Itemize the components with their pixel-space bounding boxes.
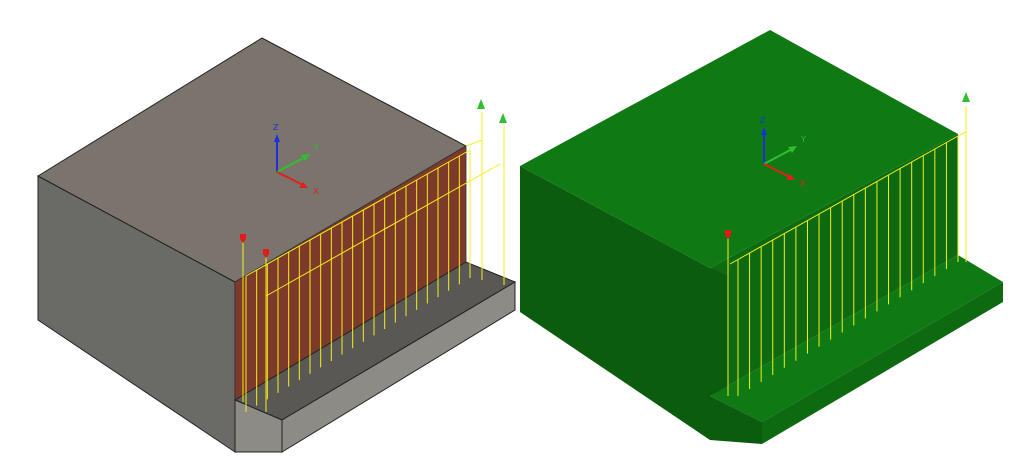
triad-icon: Z Y X — [273, 123, 319, 196]
toolpath-link — [245, 149, 471, 277]
axis-x-label: X — [800, 179, 806, 188]
machined-part-view: Z Y X — [520, 30, 1003, 444]
part-pocket-wall — [710, 134, 958, 396]
entry-marker-icon — [240, 234, 246, 243]
axis-y-label: Y — [313, 143, 319, 152]
stock-toolpath — [242, 112, 505, 412]
part-top-face — [520, 30, 958, 268]
toolpath-link — [957, 131, 967, 137]
part-toolpath — [727, 106, 967, 396]
entry-marker-icon — [725, 230, 731, 239]
axis-z-label: Z — [760, 116, 766, 125]
toolpath-link — [265, 163, 501, 297]
part-ledge-top — [710, 255, 1003, 422]
ledge-right-face — [281, 281, 516, 453]
part-ledge-front — [710, 396, 762, 444]
exit-arrow-icon — [477, 99, 485, 109]
toolpath-link — [465, 139, 483, 147]
exit-arrow-icon — [962, 92, 970, 102]
axis-z-label: Z — [273, 123, 279, 132]
entry-marker-icon — [263, 249, 269, 258]
exit-arrow-icon — [499, 113, 507, 123]
part-inner-edge — [710, 268, 728, 396]
toolpath-link — [729, 135, 959, 265]
part-ledge-right — [762, 282, 1003, 444]
axis-x-label: X — [313, 187, 319, 196]
part-side-face — [520, 166, 710, 440]
triad-icon: Z Y X — [760, 116, 806, 188]
axis-y-label: Y — [800, 135, 806, 144]
stock-model-view: Z Y X — [36, 37, 517, 453]
